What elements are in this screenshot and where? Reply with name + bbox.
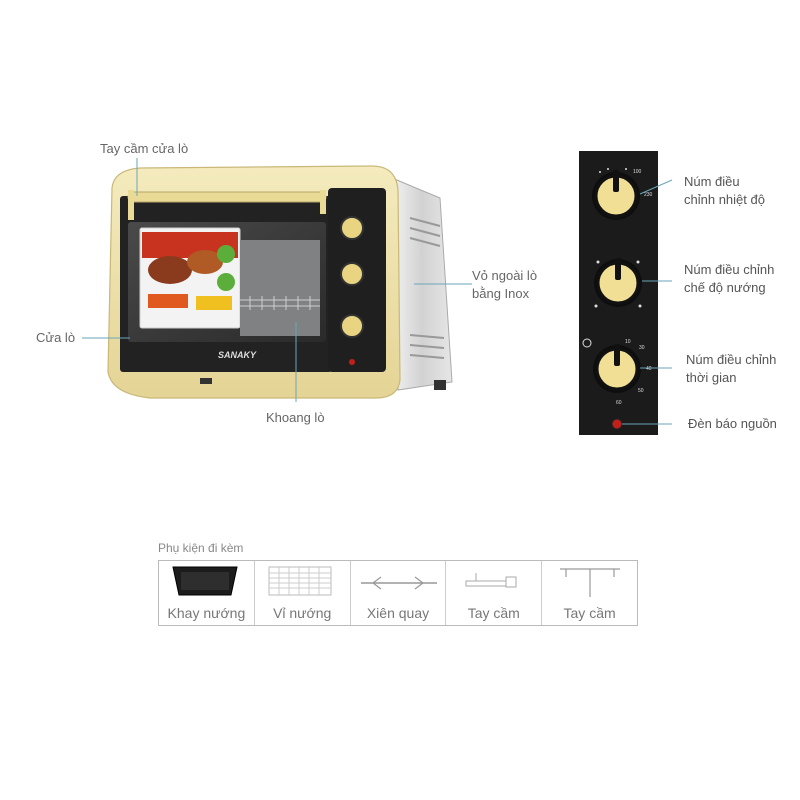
label-oven-door: Cửa lò (36, 330, 76, 345)
accessory-item: Tay cầm (446, 561, 543, 625)
svg-text:40: 40 (646, 366, 652, 372)
label-timer-knob: Núm điều chỉnh thời gian (686, 352, 777, 385)
svg-text:50: 50 (638, 388, 644, 394)
rotisserie-spit-icon (360, 576, 437, 590)
accessory-item: Xiên quay (351, 561, 447, 625)
accessory-label: Tay cầm (563, 605, 616, 621)
accessory-item: Khay nướng (159, 561, 255, 625)
label-door-handle: Tay cầm cửa lò (100, 141, 189, 156)
rack-handle-icon (560, 568, 621, 597)
grill-rack-icon (268, 566, 332, 596)
label-oven-cavity: Khoang lò (266, 410, 325, 425)
accessory-label: Khay nướng (167, 605, 246, 621)
tray-handle-icon (465, 573, 517, 588)
accessories-title: Phụ kiện đi kèm (158, 541, 244, 555)
baking-tray-icon (172, 566, 238, 596)
label-outer-shell: Vỏ ngoài lò bằng Inox (472, 268, 538, 301)
door-handle (127, 190, 327, 220)
front-knobs (340, 216, 364, 365)
leader-lines (82, 158, 472, 402)
accessory-item: Vỉ nướng (255, 561, 351, 625)
label-power-indicator: Đèn báo nguồn (688, 416, 777, 431)
oven-window (128, 222, 326, 342)
accessories-table: Khay nướng Vỉ nướng Xiên quay (158, 560, 638, 626)
label-temp-knob: Núm điều chỉnh nhiệt độ (684, 174, 765, 207)
svg-text:10: 10 (625, 339, 631, 345)
control-panel-closeup: 100 230 10 30 40 50 60 (579, 151, 658, 435)
svg-text:60: 60 (616, 400, 622, 406)
svg-text:230: 230 (644, 192, 653, 198)
label-mode-knob: Núm điều chỉnh chế độ nướng (684, 262, 775, 295)
svg-text:100: 100 (633, 169, 642, 175)
accessory-label: Vỉ nướng (273, 605, 332, 621)
svg-text:30: 30 (639, 345, 645, 351)
brand-logo: SANAKY (218, 350, 257, 360)
accessory-item: Tay cầm (542, 561, 637, 625)
accessory-label: Xiên quay (366, 605, 430, 621)
accessory-label: Tay cầm (467, 605, 520, 621)
